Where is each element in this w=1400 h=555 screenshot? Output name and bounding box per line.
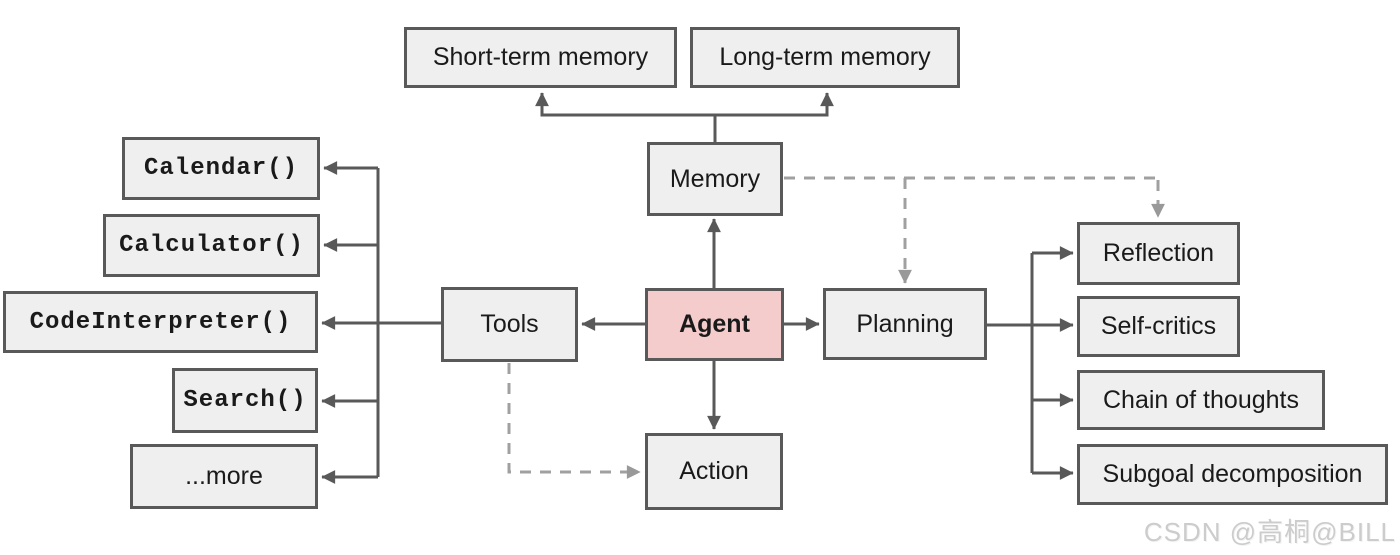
node-code-interpreter: CodeInterpreter() — [3, 291, 318, 353]
node-calculator: Calculator() — [103, 214, 320, 277]
node-self-critics: Self-critics — [1077, 296, 1240, 357]
node-agent: Agent — [645, 288, 784, 361]
node-search: Search() — [172, 368, 318, 433]
node-tools: Tools — [441, 287, 578, 362]
node-reflection: Reflection — [1077, 222, 1240, 285]
node-memory: Memory — [647, 142, 783, 216]
connector-tools-action-dashed — [507, 363, 641, 479]
connector-memory-short-term — [535, 92, 717, 142]
node-more: ...more — [130, 444, 318, 509]
node-long-term-memory: Long-term memory — [690, 27, 960, 88]
node-subgoal-decomposition: Subgoal decomposition — [1077, 444, 1388, 505]
connector-memory-long-term — [715, 92, 834, 117]
csdn-watermark: CSDN @高桐@BILL — [1143, 517, 1396, 547]
node-chain-of-thoughts: Chain of thoughts — [1077, 370, 1325, 430]
node-action: Action — [645, 433, 783, 510]
node-calendar: Calendar() — [122, 137, 320, 200]
node-planning: Planning — [823, 288, 987, 360]
node-short-term-memory: Short-term memory — [404, 27, 677, 88]
